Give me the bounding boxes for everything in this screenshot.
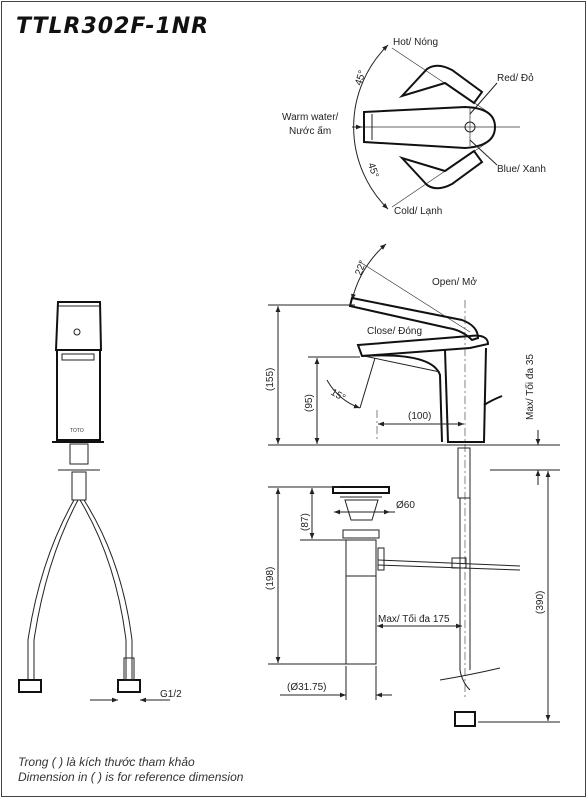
hose-ferrule-right <box>123 657 135 681</box>
hose-nut-side <box>454 711 476 727</box>
open-label: Open/ Mở <box>432 276 477 288</box>
angle-top-label: 45° <box>353 69 368 87</box>
popup-rod-2 <box>377 564 521 571</box>
dim-100-label: (100) <box>408 411 431 422</box>
front-body <box>56 350 101 441</box>
faucet-body-top <box>363 105 497 150</box>
front-handle <box>54 301 103 351</box>
popup-lever <box>483 395 503 406</box>
note-vi: Trong ( ) là kích thước tham khảo <box>18 755 195 769</box>
open-angle-ref <box>359 261 471 333</box>
drain-flange <box>332 486 390 494</box>
front-hose-right <box>79 499 127 680</box>
supply-hose-side <box>459 498 471 691</box>
drain-tailpiece <box>345 575 377 665</box>
spout-side <box>361 354 443 443</box>
dim-198-label: (198) <box>265 567 276 590</box>
front-shank <box>69 443 89 465</box>
dim-390-label: (390) <box>535 591 546 614</box>
brand-mark: TOTO <box>70 428 84 434</box>
angle-bottom-label: 45° <box>365 162 380 180</box>
drain-plug <box>344 499 379 521</box>
max175-label: Max/ Tối đa 175 <box>378 613 450 625</box>
handle-closed-position <box>356 334 490 358</box>
front-indicator <box>73 328 81 336</box>
popup-rod <box>377 559 521 567</box>
handle-cold-position <box>398 149 484 190</box>
warm-label-2: Nước ấm <box>289 125 331 137</box>
model-title: TTLR302F-1NR <box>16 14 210 39</box>
red-label: Red/ Đỏ <box>497 72 534 84</box>
hose-nut-right <box>117 679 141 693</box>
close-angle-label: 15° <box>329 387 348 404</box>
handle-hot-position <box>398 64 484 105</box>
blue-label: Blue/ Xanh <box>497 164 546 175</box>
rod-clip <box>451 557 467 569</box>
hose-bend <box>439 667 501 681</box>
dim-155-label: (155) <box>265 368 276 391</box>
dim-60-label: Ø60 <box>396 500 415 511</box>
drain-rod-port <box>377 547 385 571</box>
drain-body <box>345 539 377 577</box>
faucet-body-side <box>444 347 487 443</box>
close-angle-arc <box>326 379 361 409</box>
front-aerator <box>61 353 95 361</box>
blue-leader <box>469 139 498 166</box>
spout-upper-edge <box>363 355 441 373</box>
side-view: 22° Open/ Mở Close/ Đóng 15° (155) (95) … <box>265 243 560 727</box>
dim-3175-label: (Ø31.75) <box>287 682 326 693</box>
front-nut <box>71 471 87 501</box>
drain-nut <box>342 529 380 539</box>
shank <box>457 447 471 499</box>
hose-nut-left <box>18 679 42 693</box>
front-hose-left <box>27 499 75 680</box>
front-view: TOTO G1/2 <box>18 301 182 703</box>
front-hose-left-2 <box>33 499 79 680</box>
warm-label-1: Warm water/ <box>282 112 339 123</box>
front-hose-right-2 <box>83 499 133 680</box>
dim-95-label: (95) <box>304 394 315 412</box>
close-label: Close/ Đóng <box>367 326 422 337</box>
hot-label: Hot/ Nóng <box>393 37 438 48</box>
dim-87-label: (87) <box>300 513 311 531</box>
popup-drain <box>332 486 390 665</box>
note-en: Dimension in ( ) is for reference dimens… <box>18 770 244 784</box>
open-angle-arc <box>351 243 387 301</box>
handle-open-position <box>348 296 480 342</box>
thread-label: G1/2 <box>160 689 182 700</box>
red-leader <box>469 82 498 115</box>
cold-label: Cold/ Lạnh <box>394 206 442 217</box>
open-angle-label: 22° <box>353 259 369 277</box>
top-view: Hot/ Nóng Red/ Đỏ Warm water/ Nước ấm Bl… <box>282 37 546 217</box>
close-angle-ref <box>359 357 376 409</box>
max35-label: Max/ Tối đa 35 <box>524 354 536 420</box>
